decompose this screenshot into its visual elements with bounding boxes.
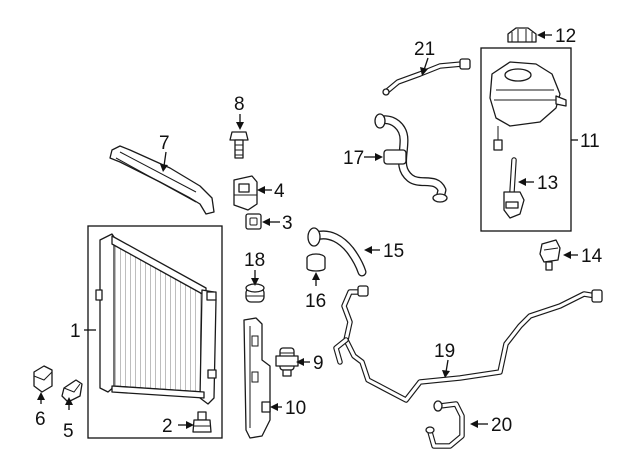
plug-part-18 (245, 283, 265, 303)
level-sensor-part-13 (503, 157, 525, 219)
callout-14: 14 (581, 246, 603, 267)
callout-numbers: 1 2 3 4 5 6 7 8 9 10 11 12 13 14 15 16 1… (35, 26, 603, 442)
rubber-mount-part-6 (33, 365, 53, 393)
radiator-part-1 (87, 225, 223, 439)
small-hose-part-20 (425, 400, 465, 449)
connector-part-14 (539, 239, 561, 271)
side-panel-part-10 (243, 317, 271, 439)
callout-9: 9 (313, 353, 324, 374)
callout-17: 17 (343, 148, 364, 169)
coolant-hose-part-15 (307, 227, 367, 277)
plug-part-16 (306, 253, 326, 272)
callout-16: 16 (305, 291, 326, 312)
callout-15: 15 (383, 241, 404, 262)
bolt-part-8 (229, 131, 249, 159)
callout-8: 8 (234, 94, 245, 115)
callout-10: 10 (285, 398, 306, 419)
drain-plug-part-2 (192, 411, 212, 433)
callout-12: 12 (555, 26, 576, 47)
callout-6: 6 (35, 409, 46, 430)
callout-5: 5 (63, 421, 74, 442)
radiator-group-box (87, 225, 223, 439)
coolant-pipe-part-19 (333, 285, 603, 403)
callout-19: 19 (434, 341, 455, 362)
upper-hose-part-17 (374, 113, 448, 203)
seal-ring-part-3 (245, 213, 262, 230)
callout-20: 20 (491, 415, 512, 436)
callout-3: 3 (282, 213, 293, 234)
callout-18: 18 (244, 250, 265, 271)
expansion-tank-part-11 (480, 47, 572, 232)
callout-13: 13 (537, 173, 558, 194)
callout-leaders (37, 31, 578, 429)
sensor-part-9 (275, 347, 299, 377)
callout-11: 11 (580, 131, 600, 152)
callout-1: 1 (70, 321, 81, 342)
vent-line-part-21 (382, 58, 471, 96)
upper-support-part-7 (109, 145, 215, 215)
mounting-bracket-part-4 (233, 175, 258, 211)
rubber-mount-part-5 (61, 379, 83, 403)
tank-cap-part-12 (507, 27, 537, 43)
callout-2: 2 (162, 416, 173, 437)
callout-7: 7 (159, 133, 170, 154)
callout-4: 4 (274, 181, 285, 202)
callout-21: 21 (414, 39, 435, 60)
